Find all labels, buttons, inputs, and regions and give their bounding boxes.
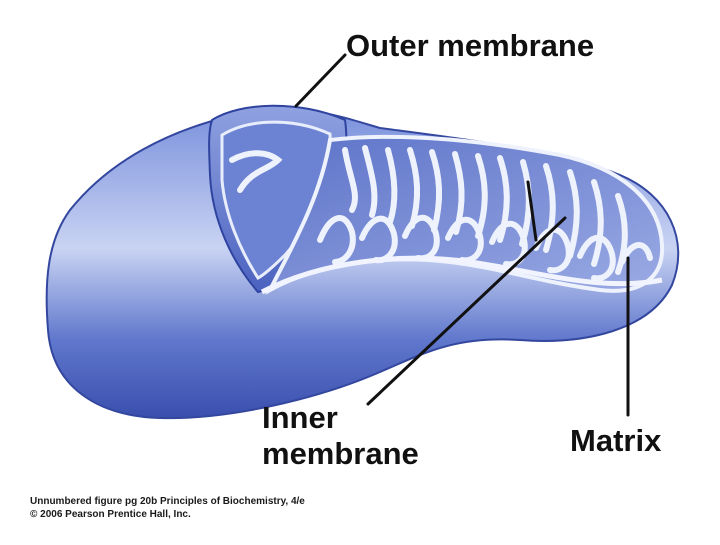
inner-membrane-label-line2: membrane [262,436,419,472]
inner-membrane-label-line1: Inner [262,400,419,436]
figure-caption: Unnumbered figure pg 20b Principles of B… [30,495,305,521]
caption-line1: Unnumbered figure pg 20b Principles of B… [30,495,305,508]
outer-membrane-label: Outer membrane [346,30,594,61]
outer-membrane-leader [296,55,345,106]
caption-line2: © 2006 Pearson Prentice Hall, Inc. [30,508,305,521]
matrix-label: Matrix [570,425,661,456]
inner-membrane-label: Inner membrane [262,400,419,472]
